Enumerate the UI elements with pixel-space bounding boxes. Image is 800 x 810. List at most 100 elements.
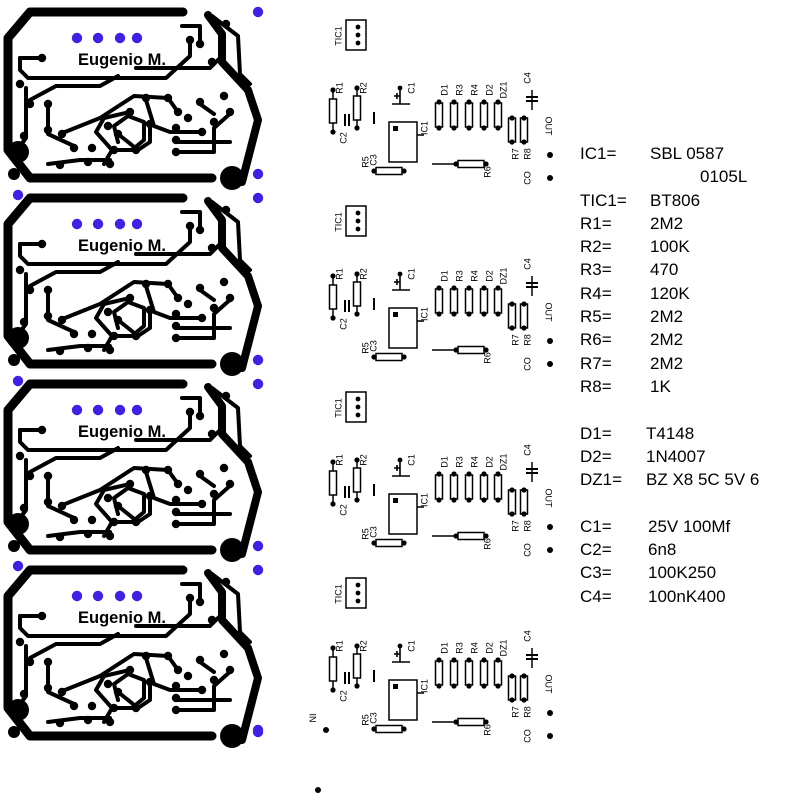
copper-pad: [163, 465, 173, 475]
copper-pad: [43, 99, 53, 109]
copper-trace: [94, 482, 132, 524]
pcb-board-4: Eugenio M.: [3, 564, 264, 748]
copper-outline-trace: [3, 7, 217, 183]
co-pad: [547, 175, 553, 181]
blue-pad: [114, 32, 126, 44]
component-pad: [481, 311, 487, 317]
component-label: D2: [484, 84, 494, 96]
bom-row: IC1=SBL 0587: [580, 142, 795, 165]
copper-pad: [145, 305, 155, 315]
resistor-body: [464, 660, 474, 686]
tic-label: TIC1: [333, 26, 343, 46]
component-pad: [354, 85, 360, 91]
component-label: R2: [358, 82, 368, 94]
in-label: IN: [308, 714, 318, 723]
pcb-board-1: Eugenio M.: [3, 6, 264, 190]
bom-value: 6n8: [648, 540, 677, 560]
in-pad: [323, 727, 329, 733]
blue-pad: [252, 540, 264, 552]
bom-row: R2=100K: [580, 235, 795, 258]
bom-ref: R6=: [580, 330, 612, 350]
component-pad: [483, 533, 489, 539]
component-label: D2: [484, 456, 494, 468]
component-pad: [355, 412, 361, 418]
resistor-body: [479, 660, 489, 686]
bom-value: 2M2: [650, 353, 684, 373]
copper-pad: [183, 113, 193, 123]
component-label: R1: [334, 268, 344, 280]
blue-pad: [131, 32, 143, 44]
bom-ref: DZ1=: [580, 470, 623, 490]
component-label: R7: [510, 334, 520, 346]
copper-pad: [125, 107, 135, 117]
resistor-body: [464, 474, 474, 500]
copper-outline-trace: [3, 379, 217, 555]
component-pad: [483, 161, 489, 167]
copper-pad: [131, 145, 141, 155]
component-label: R6: [482, 166, 492, 178]
bom-ref: R3=: [580, 260, 612, 280]
bom-value: BT806: [650, 190, 701, 210]
component-label: C3: [368, 712, 378, 724]
copper-trace: [58, 94, 180, 136]
blue-pad: [252, 354, 264, 366]
component-pad: [330, 129, 336, 135]
component-pad: [466, 657, 472, 663]
copper-pad: [141, 279, 151, 289]
blue-pad: [252, 378, 264, 390]
component-pad: [495, 683, 501, 689]
bom-value: 100K: [650, 237, 690, 257]
component-pad: [481, 657, 487, 663]
ic1-outline: [388, 493, 418, 535]
ic1-pin1-mark: [393, 684, 398, 689]
bom-value: BZ X8 5C 5V 6: [646, 470, 760, 490]
copper-pad: [171, 495, 181, 505]
blue-pad: [12, 560, 24, 572]
copper-pad: [15, 265, 25, 275]
board-label: Eugenio M.: [78, 609, 166, 627]
tic-label: TIC1: [333, 398, 343, 418]
copper-pad: [195, 39, 205, 49]
resistor-body: [328, 656, 338, 682]
copper-pad: [43, 125, 53, 135]
resistor-body: [328, 284, 338, 310]
copper-trace: [134, 612, 224, 628]
component-pad: [354, 311, 360, 317]
component-pad: [397, 271, 403, 277]
component-pad: [371, 354, 377, 360]
copper-pad: [83, 157, 93, 167]
resistor-body: [479, 288, 489, 314]
component-pad: [451, 285, 457, 291]
component-label: R5: [360, 156, 370, 168]
resistor-body: [464, 102, 474, 128]
component-label: R5: [360, 528, 370, 540]
component-label: C2: [338, 690, 348, 702]
co-label: CO: [522, 171, 532, 185]
component-pad: [401, 726, 407, 732]
copper-pad: [171, 147, 181, 157]
copper-trace: [134, 240, 224, 256]
copper-pad: [131, 331, 141, 341]
component-pad: [354, 643, 360, 649]
out-pad: [547, 338, 553, 344]
component-label: R2: [358, 454, 368, 466]
copper-pad: [103, 493, 113, 503]
resistor-body: [493, 474, 503, 500]
copper-pad: [25, 471, 35, 481]
component-label: R1: [334, 454, 344, 466]
component-pad: [483, 719, 489, 725]
bom-ref: D2=: [580, 446, 612, 466]
component-label: R7: [510, 520, 520, 532]
copper-pad: [105, 531, 115, 541]
copper-pad: [171, 681, 181, 691]
copper-pad: [69, 701, 79, 711]
blue-pad: [71, 218, 83, 230]
copper-pad: [183, 299, 193, 309]
resistor-body: [457, 159, 485, 169]
bom-ref: R4=: [580, 283, 612, 303]
component-pad: [509, 697, 515, 703]
copper-pad: [171, 321, 181, 331]
bom-ref: C1=: [580, 516, 612, 536]
